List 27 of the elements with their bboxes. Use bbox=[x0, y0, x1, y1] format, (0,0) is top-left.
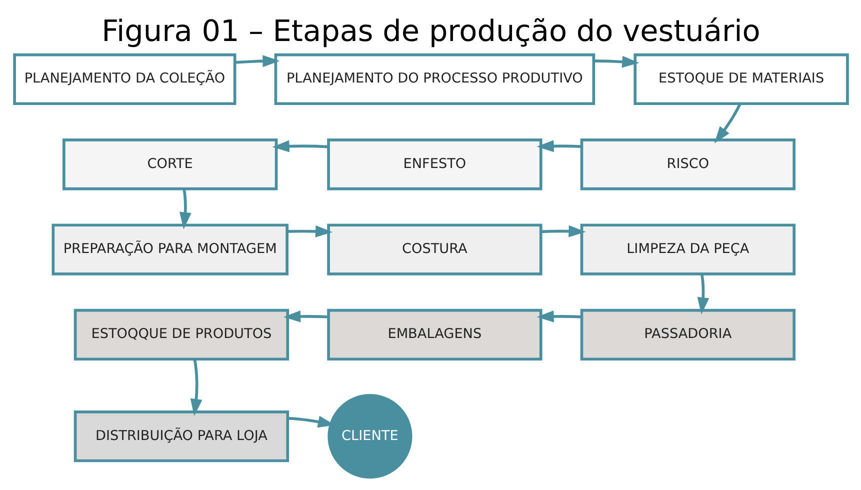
arrow bbox=[272, 140, 328, 152]
arrow bbox=[593, 56, 639, 68]
arrow bbox=[234, 55, 280, 68]
node-box: PLANEJAMENTO DO PROCESSO PRODUTIVO bbox=[274, 53, 595, 106]
node-box: LIMPEZA DA PEÇA bbox=[580, 224, 795, 276]
node-box: PLANEJAMENTO DA COLEÇÃO bbox=[12, 53, 236, 106]
node-box: RISCO bbox=[580, 138, 795, 190]
node-box: ESTOQQUE DE PRODUTOS bbox=[73, 308, 289, 361]
arrow bbox=[536, 140, 582, 152]
node-box: ENFESTO bbox=[326, 138, 542, 190]
node-box: DISTRIBUIÇÃO PARA LOJA bbox=[73, 410, 289, 462]
arrow bbox=[696, 274, 709, 315]
node-box: ESTOQUE DE MATERIAIS bbox=[633, 53, 848, 106]
arrow bbox=[714, 103, 741, 144]
diagram-title: Figura 01 – Etapas de produção do vestuário bbox=[101, 14, 760, 48]
node-box: COSTURA bbox=[326, 224, 542, 276]
arrow bbox=[286, 225, 332, 238]
node-box: PREPARAÇÃO PARA MONTAGEM bbox=[51, 224, 288, 276]
arrow bbox=[190, 359, 202, 416]
node-box: CORTE bbox=[62, 138, 278, 190]
node-box: EMBALAGENS bbox=[326, 308, 542, 361]
arrow bbox=[283, 310, 328, 322]
node-circle: CLIENTE bbox=[327, 394, 412, 479]
arrow bbox=[536, 310, 582, 322]
node-box: PASSADORIA bbox=[580, 308, 795, 361]
arrow bbox=[540, 225, 586, 238]
arrow bbox=[178, 188, 191, 230]
